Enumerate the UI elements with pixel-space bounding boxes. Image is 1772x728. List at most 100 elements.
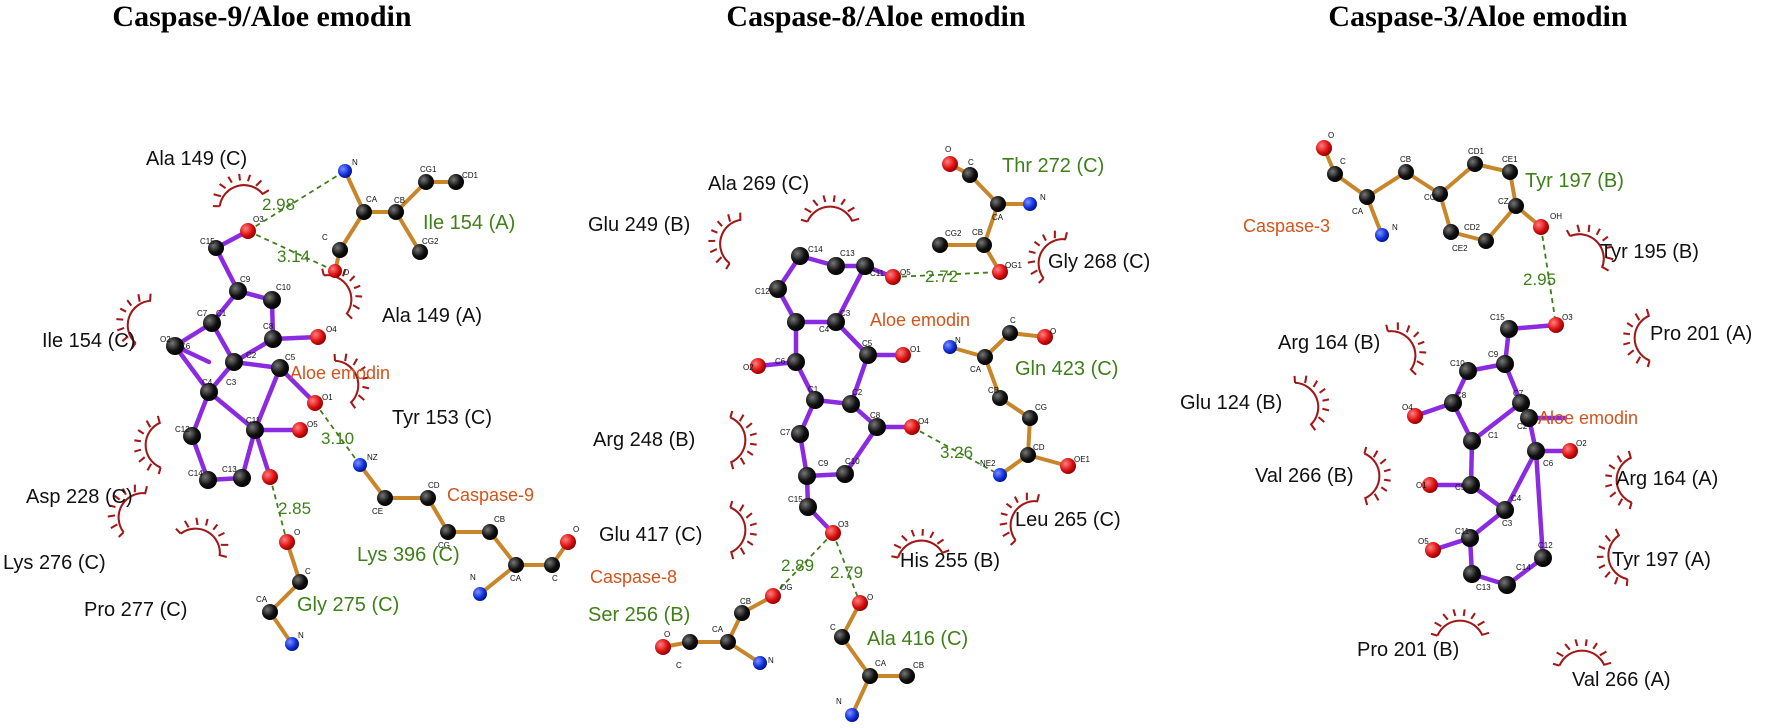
carbon-atom [271, 359, 289, 377]
atom-label: C [1340, 157, 1346, 166]
atom-label: C8 [263, 322, 274, 331]
bond [172, 343, 212, 395]
oxygen-atom [1407, 408, 1423, 424]
oxygen-atom [655, 639, 671, 655]
oxygen-atom [895, 347, 911, 363]
oxygen-atom [992, 264, 1008, 280]
residue-label: Glu 249 (B) [588, 214, 690, 236]
oxygen-atom [1060, 458, 1076, 474]
oxygen-atom [279, 534, 295, 550]
bond [833, 263, 868, 325]
carbon-atom [798, 467, 816, 485]
atom-label: CB [494, 515, 505, 524]
carbon-atom [791, 247, 809, 265]
carbon-atom [1478, 233, 1494, 249]
atom-label: C9 [1488, 350, 1499, 359]
atom-label: CB [988, 386, 999, 395]
atom-label: CG [438, 541, 450, 550]
atom-label: O3 [253, 215, 264, 224]
carbon-atom [791, 425, 809, 443]
atom-label: C10 [1450, 359, 1465, 368]
atom-label: C13 [840, 249, 855, 258]
hydrophobic-arc [729, 409, 758, 471]
oxygen-atom [328, 264, 342, 278]
oxygen-atom [1562, 443, 1578, 459]
hbond-line [314, 402, 361, 466]
atom-label: C [305, 567, 311, 576]
carbon-atom [332, 242, 348, 258]
residue-label: Arg 164 (A) [1616, 468, 1718, 490]
atom-label: O2 [743, 363, 754, 372]
atom-label: C4 [819, 325, 830, 334]
atom-label: O [945, 145, 951, 154]
hbond-line [772, 532, 834, 597]
oxygen-atom [292, 422, 308, 438]
oxygen-atom [904, 419, 920, 435]
atom-label: CD1 [462, 171, 479, 180]
carbon-atom [827, 257, 845, 275]
carbon-atom [418, 174, 434, 190]
residue-label: Gly 275 (C) [297, 594, 399, 616]
atom-label: CG [1035, 403, 1047, 412]
nitrogen-atom [993, 468, 1007, 482]
residue-label: Thr 272 (C) [1002, 155, 1104, 177]
carbon-atom [990, 196, 1006, 212]
bond [206, 389, 258, 433]
atom-label: O5 [1418, 537, 1429, 546]
atom-label: C11 [246, 416, 261, 425]
hydrophobic-arc [799, 194, 861, 223]
residue-label: Pro 201 (B) [1357, 639, 1459, 661]
atom-label: CA [875, 659, 887, 668]
atom-label: CD1 [1468, 147, 1485, 156]
atom-label: C15 [200, 237, 215, 246]
nitrogen-atom [845, 708, 859, 722]
atom-label: C12 [175, 425, 190, 434]
carbon-atom [229, 282, 247, 300]
carbon-atom [183, 427, 201, 445]
atom-label: NE2 [980, 459, 996, 468]
carbon-atom [1459, 362, 1477, 380]
atoms [1316, 140, 1578, 594]
hydrophobic-arc [1551, 638, 1613, 667]
oxygen-atom [765, 588, 781, 604]
hydrophobic-arc [1622, 307, 1651, 369]
residue-label: Arg 248 (B) [593, 429, 695, 451]
hbond-line [269, 476, 288, 543]
atom-labels: N CA CB CG1 CD1 CG2 C O O3 C15 C9 C10 C8… [160, 158, 579, 640]
oxygen-atom [1316, 140, 1332, 156]
carbon-atom [1020, 447, 1036, 463]
atom-label: CA [970, 365, 982, 374]
atom-label: C8 [1456, 391, 1467, 400]
carbon-atom [1508, 198, 1524, 214]
atoms [655, 156, 1076, 722]
carbon-atom [262, 604, 278, 620]
atom-label: C [676, 661, 682, 670]
atom-labels: O C CA N CB CG2 OG1 C14 C13 C12 C11 O5 C… [664, 145, 1091, 706]
carbon-atom [842, 395, 860, 413]
carbon-atom [932, 237, 948, 253]
atom-label: C11 [1455, 527, 1470, 536]
hbond-distances: 2.95 [1523, 270, 1556, 289]
atom-label: C3 [226, 378, 237, 387]
residue-labels: Ala 269 (C) Glu 249 (B) Gly 268 (C) Arg … [588, 155, 1150, 650]
nitrogen-atom [338, 164, 352, 178]
oxygen-atom [1425, 542, 1441, 558]
atom-label: C5 [1455, 483, 1466, 492]
carbon-atom [264, 330, 282, 348]
carbon-atom [420, 490, 436, 506]
carbon-atom [1534, 549, 1552, 567]
atom-label: C15 [1490, 313, 1505, 322]
atom-label: C [830, 623, 836, 632]
atom-label: O [664, 630, 670, 639]
residue-labels: Tyr 195 (B) Pro 201 (A) Arg 164 (B) Glu … [1180, 170, 1752, 691]
atom-label: O2 [1576, 439, 1587, 448]
hbond-distance: 2.89 [781, 556, 814, 575]
carbon-atom [292, 574, 308, 590]
carbon-atom [440, 524, 456, 540]
nitrogen-atom [1375, 228, 1389, 242]
carbon-atom [377, 490, 393, 506]
atom-label: CE1 [1502, 155, 1518, 164]
atom-label: N [352, 158, 358, 167]
atom-label: O4 [326, 325, 337, 334]
hbond-line [247, 230, 336, 272]
